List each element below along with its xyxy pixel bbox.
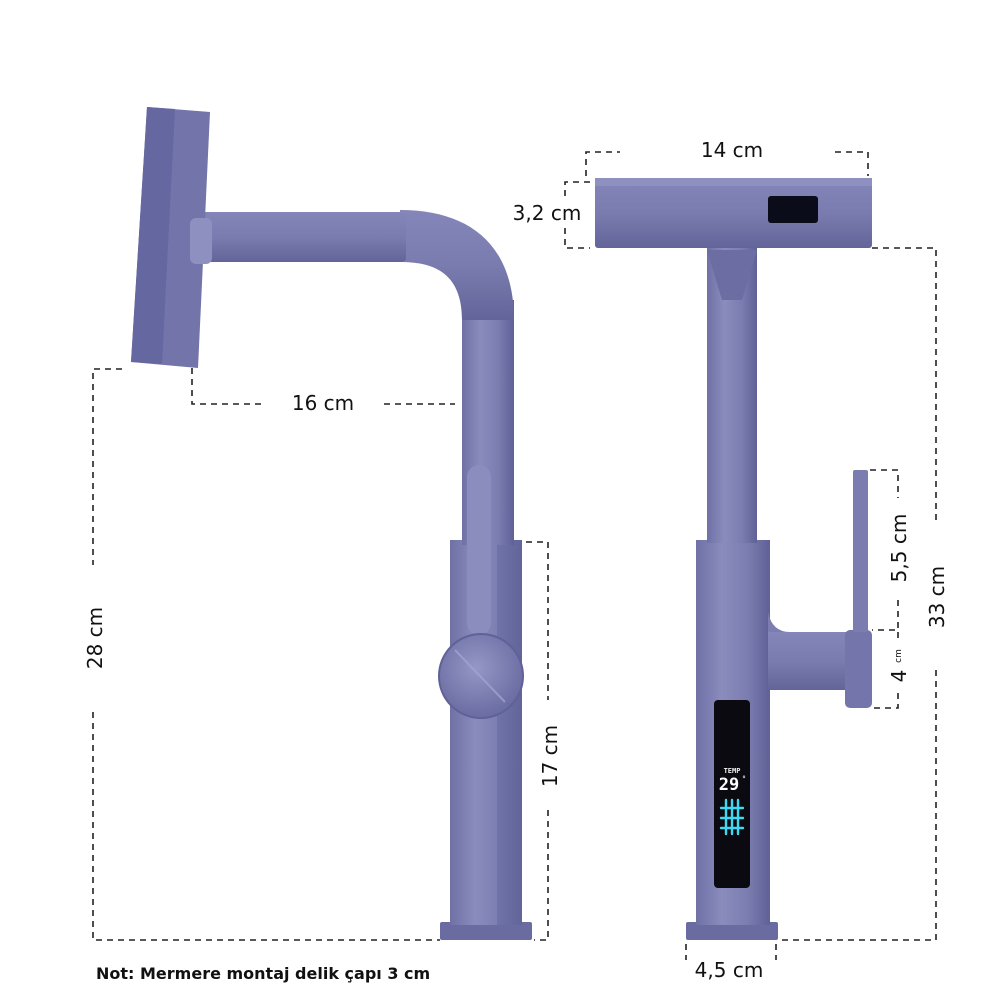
dim-head-width: 14 cm (701, 138, 763, 162)
display-temperature: 29 (719, 775, 739, 795)
side-knob-shine (454, 649, 506, 703)
front-spray-head-top (595, 178, 872, 186)
front-view: TEMP 29 ° (595, 178, 872, 940)
side-knob-rim (438, 633, 524, 719)
dim-base-width: 4,5 cm (695, 958, 764, 982)
side-spout-elbow (400, 210, 514, 320)
side-spout-collar (190, 218, 212, 264)
front-riser-neck (707, 250, 757, 300)
front-base-plate (686, 922, 778, 940)
display-unit: ° (742, 775, 746, 783)
dim-handle-depth-unit: cm (894, 649, 904, 663)
dim-body-height: 17 cm (538, 725, 562, 787)
side-view (131, 107, 532, 940)
front-spray-head (595, 178, 872, 248)
dim-side-total-height: 28 cm (83, 607, 107, 669)
display-label: TEMP (724, 767, 741, 775)
dim-handle-height: 5,5 cm (887, 514, 911, 583)
mounting-note: Not: Mermere montaj delik çapı 3 cm (96, 964, 431, 983)
front-dimensions: 14 cm 3,2 cm 33 cm 5,5 cm 4 cm 4,5 cm (513, 138, 949, 982)
dim-front-total-height: 33 cm (925, 566, 949, 628)
temperature-display (714, 700, 750, 888)
side-spout-arm (196, 212, 406, 262)
side-lever (467, 465, 491, 635)
side-body-shade (497, 540, 522, 925)
water-flow-icon (719, 798, 745, 836)
front-handle-arm (768, 632, 850, 690)
front-handle-cap (845, 630, 872, 708)
dim-handle-depth-value: 4 (887, 670, 911, 683)
dim-head-height: 3,2 cm (513, 201, 582, 225)
front-handle-fillet (768, 612, 790, 632)
side-base-plate (440, 922, 532, 940)
dim-spout-reach: 16 cm (292, 391, 354, 415)
side-spray-head-face (131, 107, 175, 364)
front-head-sensor (768, 196, 818, 223)
front-handle-lever (853, 470, 868, 632)
side-dimensions: 16 cm 28 cm 17 cm (83, 368, 562, 941)
